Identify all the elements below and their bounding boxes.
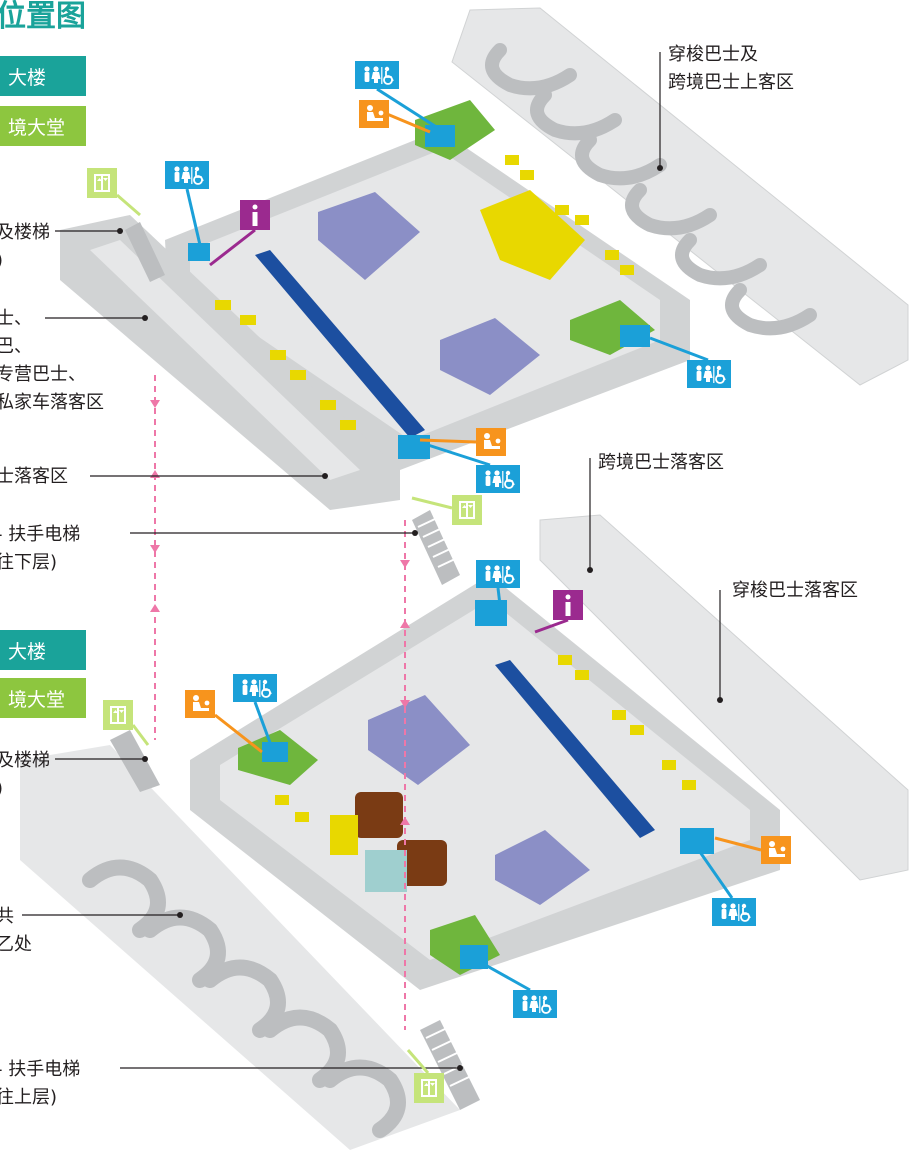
dropoff-line1: 士、 (0, 308, 32, 329)
escalator-lower-label: - 扶手电梯 (0, 1059, 80, 1080)
baby-care-icon (185, 690, 215, 718)
stairs-upper-label: 及楼梯 (0, 222, 50, 243)
info-icon (553, 590, 583, 620)
dropoff-line2: 巴、 (0, 336, 32, 357)
toilet-accessible-icon (233, 674, 277, 702)
escalator-upper-label: - 扶手电梯 (0, 524, 80, 545)
stairs-lower-left (110, 730, 160, 792)
legend-hall-upper (0, 106, 86, 146)
hall-inner-lower (220, 600, 750, 960)
dropoff-line3: 专营巴士、 (0, 364, 86, 385)
restaurant-lower-2 (397, 840, 447, 886)
bus-dropoff-upper-label: 士落客区 (0, 466, 68, 487)
public-line2: 乙处 (0, 934, 32, 955)
baby-care-icon (476, 428, 506, 456)
legend-hall-lower (0, 678, 86, 718)
leader-lines (22, 52, 721, 1069)
block-upper-1 (318, 192, 420, 280)
shop-yellow-small-lower (275, 655, 696, 822)
toilet-accessible-icon (687, 360, 731, 388)
stairs-upper-sublabel: ) (0, 250, 3, 271)
info-counter-lower (365, 850, 407, 892)
info-icon (240, 200, 270, 230)
legend-building-lower (0, 630, 86, 670)
shop-yellow-upper (480, 190, 585, 280)
block-lower-1 (368, 695, 470, 785)
escalator-upper (412, 510, 460, 585)
shuttle-pickup-line1: 穿梭巴士及 (668, 44, 758, 65)
toilet-accessible-icon (476, 560, 520, 588)
restaurant-lower-1 (355, 792, 403, 838)
shop-yellow-small-upper (215, 155, 634, 430)
vertical-connector-lines (154, 375, 406, 1030)
toilet-accessible-icon (476, 465, 520, 493)
toilet-accessible-icon (712, 898, 756, 926)
baby-care-icon (761, 836, 791, 864)
map-title: 位置图 (0, 0, 86, 34)
coach-loops-lower (82, 859, 406, 1138)
baby-care-icon (359, 100, 389, 128)
legend-hall-lower-label: 境大堂 (8, 689, 65, 711)
legend-hall-upper-label: 境大堂 (8, 117, 65, 139)
stairs-upper-left (125, 222, 165, 282)
public-line1: 共 (0, 906, 14, 927)
dropoff-line4: 私家车落客区 (0, 392, 104, 413)
toilet-accessible-icon (355, 61, 399, 89)
lower-floor (20, 514, 909, 1150)
toilet-accessible-icon (513, 990, 557, 1018)
upper-floor (60, 7, 909, 510)
legend-building-upper-label: 大楼 (8, 67, 46, 89)
lift-icon (452, 495, 482, 525)
stairs-lower-label: 及楼梯 (0, 750, 50, 771)
lift-icon (87, 168, 117, 198)
corridor-upper (255, 250, 425, 438)
lift-icon (414, 1073, 444, 1103)
stairs-lower-sublabel: ) (0, 778, 3, 799)
block-upper-2 (440, 318, 540, 395)
lift-icon (103, 700, 133, 730)
legend-building-upper (0, 56, 86, 96)
crossborder-dropoff-label: 跨境巴士落客区 (598, 452, 724, 473)
toilet-accessible-icon (165, 161, 209, 189)
escalator-lower-sublabel: 往上层) (0, 1087, 57, 1108)
shuttle-bus-bay-upper (451, 7, 909, 386)
crossborder-bus-strip (539, 514, 909, 881)
bus-loops-upper (485, 43, 817, 336)
legend-building-lower-label: 大楼 (8, 641, 46, 663)
escalator-upper-sublabel: 往下层) (0, 552, 57, 573)
block-lower-2 (495, 830, 590, 905)
shuttle-dropoff-label: 穿梭巴士落客区 (732, 580, 858, 601)
corridor-lower (495, 660, 655, 838)
coach-area-lower (20, 745, 460, 1150)
shuttle-pickup-line2: 跨境巴士上客区 (668, 72, 794, 93)
